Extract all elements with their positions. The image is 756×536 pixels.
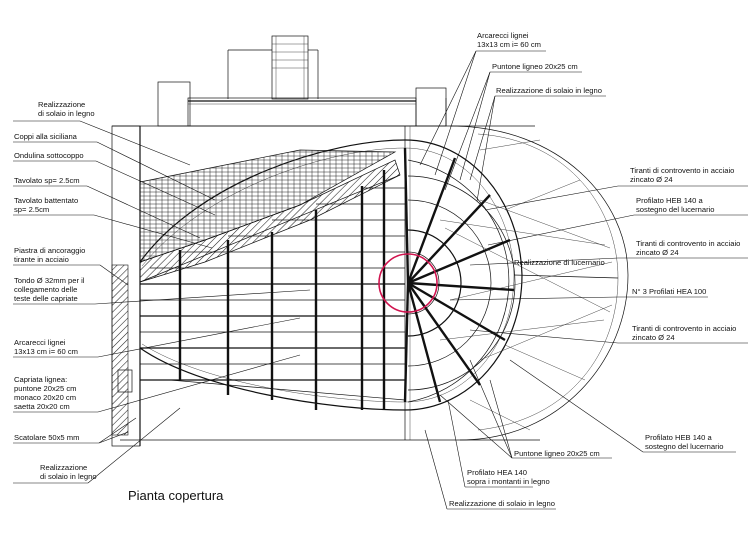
label-tiranti-2: Tiranti di controvento in acciaio zincat… (636, 239, 743, 257)
label-tiranti-3: Tiranti di controvento in acciaio zincat… (632, 324, 739, 342)
label-lucernario: Realizzazione di lucernario (514, 258, 605, 267)
left-wall (111, 125, 141, 447)
top-labels: Arcarecci lignei 13x13 cm i= 60 cm Punto… (477, 31, 602, 95)
label-ondulina: Ondulina sottocoppo (14, 151, 84, 160)
label-tiranti-1: Tiranti di controvento in acciaio zincat… (630, 166, 737, 184)
label-arcarecci-left: Arcarecci lignei 13x13 cm i= 60 cm (14, 338, 78, 356)
label-piastra: Piastra di ancoraggio tirante in acciaio (14, 246, 87, 264)
label-solaio-bottom: Realizzazione di solaio in legno (449, 499, 555, 508)
label-tavolato-battentato: Tavolato battentato sp= 2.5cm (14, 196, 80, 214)
label-coppi: Coppi alla siciliana (14, 132, 78, 141)
drawing-title: Pianta copertura (128, 488, 224, 503)
label-puntone-top: Puntone ligneo 20x25 cm (492, 62, 578, 71)
inner-labels: Realizzazione di lucernario (514, 258, 605, 267)
label-arcarecci-top: Arcarecci lignei 13x13 cm i= 60 cm (477, 31, 541, 49)
bottom-labels: Puntone ligneo 20x25 cm Profilato HEA 14… (449, 449, 600, 508)
label-solaio-top-right: Realizzazione di solaio in legno (496, 86, 602, 95)
leader-lines (13, 50, 748, 510)
right-labels: Tiranti di controvento in acciaio zincat… (630, 166, 743, 451)
label-capriata: Capriata lignea: puntone 20x25 cm monaco… (14, 375, 79, 411)
radial-rafters (403, 139, 619, 431)
skylight-circle (378, 253, 438, 313)
label-tavolato: Tavolato sp= 2.5cm (14, 176, 80, 185)
label-solaio-bottom-left: Realizzazione di solaio in legno (40, 463, 97, 481)
label-scatolare: Scatolare 50x5 mm (14, 433, 79, 442)
label-heb-2: Profilato HEB 140 a sostegno del lucerna… (645, 433, 724, 451)
label-hea-100: N° 3 Profilati HEA 100 (632, 287, 706, 296)
label-puntone-bottom: Puntone ligneo 20x25 cm (514, 449, 600, 458)
label-hea-140: Profilato HEA 140 sopra i montanti in le… (467, 468, 550, 486)
left-labels: Realizzazione di solaio in legno Coppi a… (14, 100, 97, 481)
label-tondo: Tondo Ø 32mm per il collegamento delle t… (14, 276, 87, 303)
timber-trusses (140, 170, 406, 410)
label-heb-1: Profilato HEB 140 a sostegno del lucerna… (636, 196, 715, 214)
label-solaio-top-left: Realizzazione di solaio in legno (38, 100, 95, 118)
roof-tiles-band (139, 149, 401, 283)
